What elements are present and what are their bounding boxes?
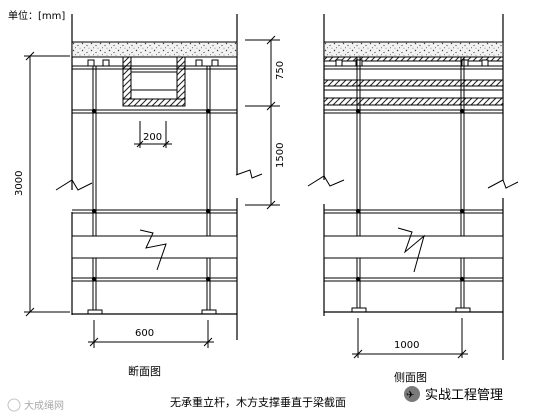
dim-label-3000: 3000 [14,171,25,196]
dim-label-1000: 1000 [394,340,419,351]
section-view [55,14,263,340]
dimension-height-total [24,51,70,317]
svg-text:实战工程管理: 实战工程管理 [425,388,503,403]
svg-text:大成绳网: 大成绳网 [24,399,64,412]
watermark-right: ✈ 实战工程管理 [404,386,503,403]
side-view [307,14,519,360]
dim-label-750: 750 [275,61,286,80]
dimension-width-1000 [352,318,468,359]
svg-text:✈: ✈ [406,390,414,401]
dim-label-1500: 1500 [275,143,286,168]
dimension-width-600 [88,320,214,348]
concrete-slab-side [323,41,504,58]
concrete-slab [71,41,238,58]
section-view-title: 断面图 [128,364,161,378]
beam-section [122,56,186,106]
dim-label-600: 600 [135,328,154,339]
dimension-spacing-200 [134,121,172,148]
caption: 无承重立杆，木方支撑垂直于梁截面 [170,395,346,409]
unit-label: 单位：[mm] [8,9,65,22]
side-view-title: 侧面图 [394,371,427,384]
dimension-right-vertical [245,35,280,210]
watermark-left: 大成绳网 [7,398,64,412]
dim-label-200: 200 [143,132,162,143]
